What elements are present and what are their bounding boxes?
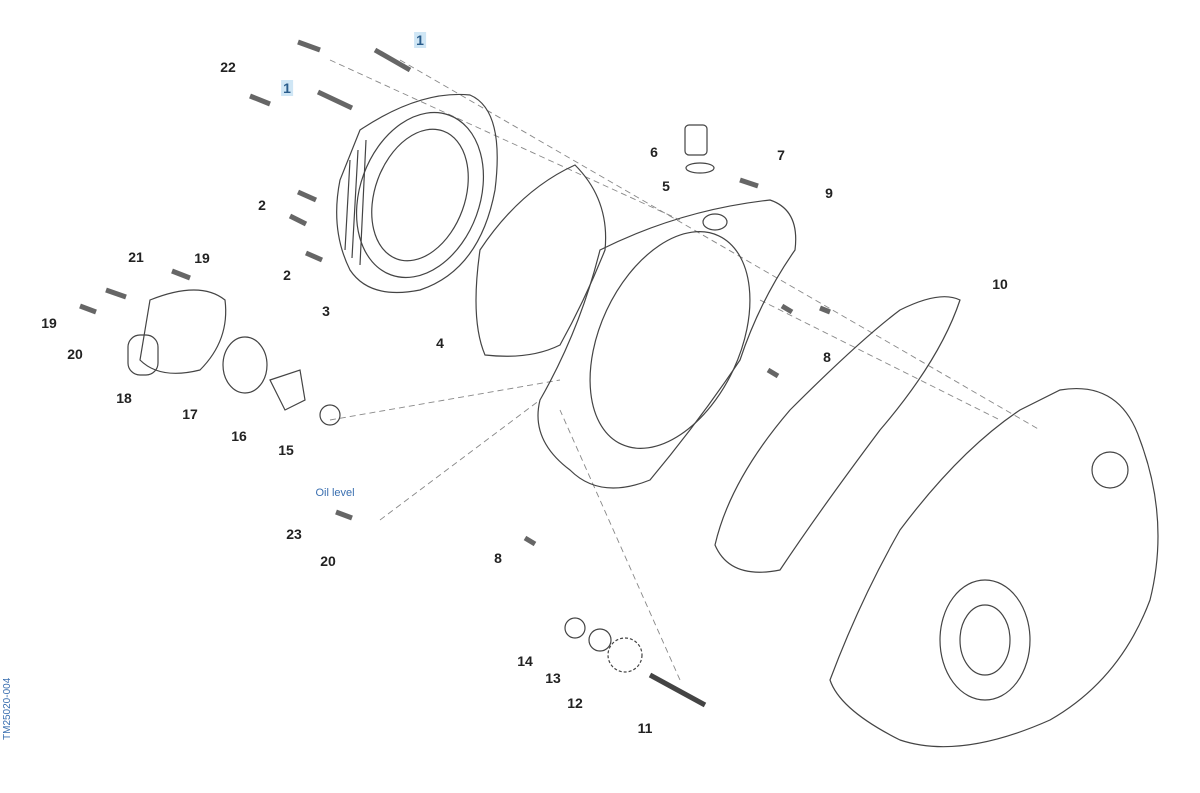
outer-clutch-cover <box>336 93 498 294</box>
callout-11: 11 <box>637 720 653 736</box>
callout-7: 7 <box>777 147 785 163</box>
shaft-11 <box>648 672 707 708</box>
seal-15 <box>319 404 341 426</box>
oil-plug <box>684 124 708 156</box>
callout-2: 2 <box>258 197 266 213</box>
callout-17: 17 <box>182 406 198 422</box>
callout-12: 12 <box>567 695 583 711</box>
bearing-13 <box>588 628 612 652</box>
callout-21: 21 <box>128 249 144 265</box>
gear-12 <box>607 637 643 673</box>
callout-1: 1 <box>281 80 293 96</box>
callout-9: 9 <box>825 185 833 201</box>
o-ring-5 <box>685 162 715 174</box>
callout-8: 8 <box>494 550 502 566</box>
inner-clutch-cover <box>537 199 797 489</box>
callout-1: 1 <box>414 32 426 48</box>
callout-2: 2 <box>283 267 291 283</box>
oil-level-note: Oil level <box>315 487 355 499</box>
water-pump-cover <box>127 289 227 376</box>
callout-13: 13 <box>545 670 561 686</box>
callout-14: 14 <box>517 653 533 669</box>
gasket-4 <box>475 164 607 357</box>
callout-16: 16 <box>231 428 247 444</box>
callout-15: 15 <box>278 442 294 458</box>
callout-6: 6 <box>650 144 658 160</box>
callout-20: 20 <box>67 346 83 362</box>
o-ring-17 <box>222 336 268 394</box>
document-id: TM25020-004 <box>2 677 13 740</box>
callout-3: 3 <box>322 303 330 319</box>
callout-23: 23 <box>286 526 302 542</box>
callout-19: 19 <box>194 250 210 266</box>
callout-22: 22 <box>220 59 236 75</box>
gasket-10 <box>714 296 961 573</box>
bolts <box>79 39 831 547</box>
callout-10: 10 <box>992 276 1008 292</box>
callout-4: 4 <box>436 335 444 351</box>
callout-20: 20 <box>320 553 336 569</box>
circlip-14 <box>564 617 586 639</box>
callout-18: 18 <box>116 390 132 406</box>
callout-19: 19 <box>41 315 57 331</box>
impeller <box>269 369 306 411</box>
callout-8: 8 <box>823 349 831 365</box>
assembly-lines <box>329 59 1041 681</box>
callout-5: 5 <box>662 178 670 194</box>
crankcase <box>829 388 1159 748</box>
